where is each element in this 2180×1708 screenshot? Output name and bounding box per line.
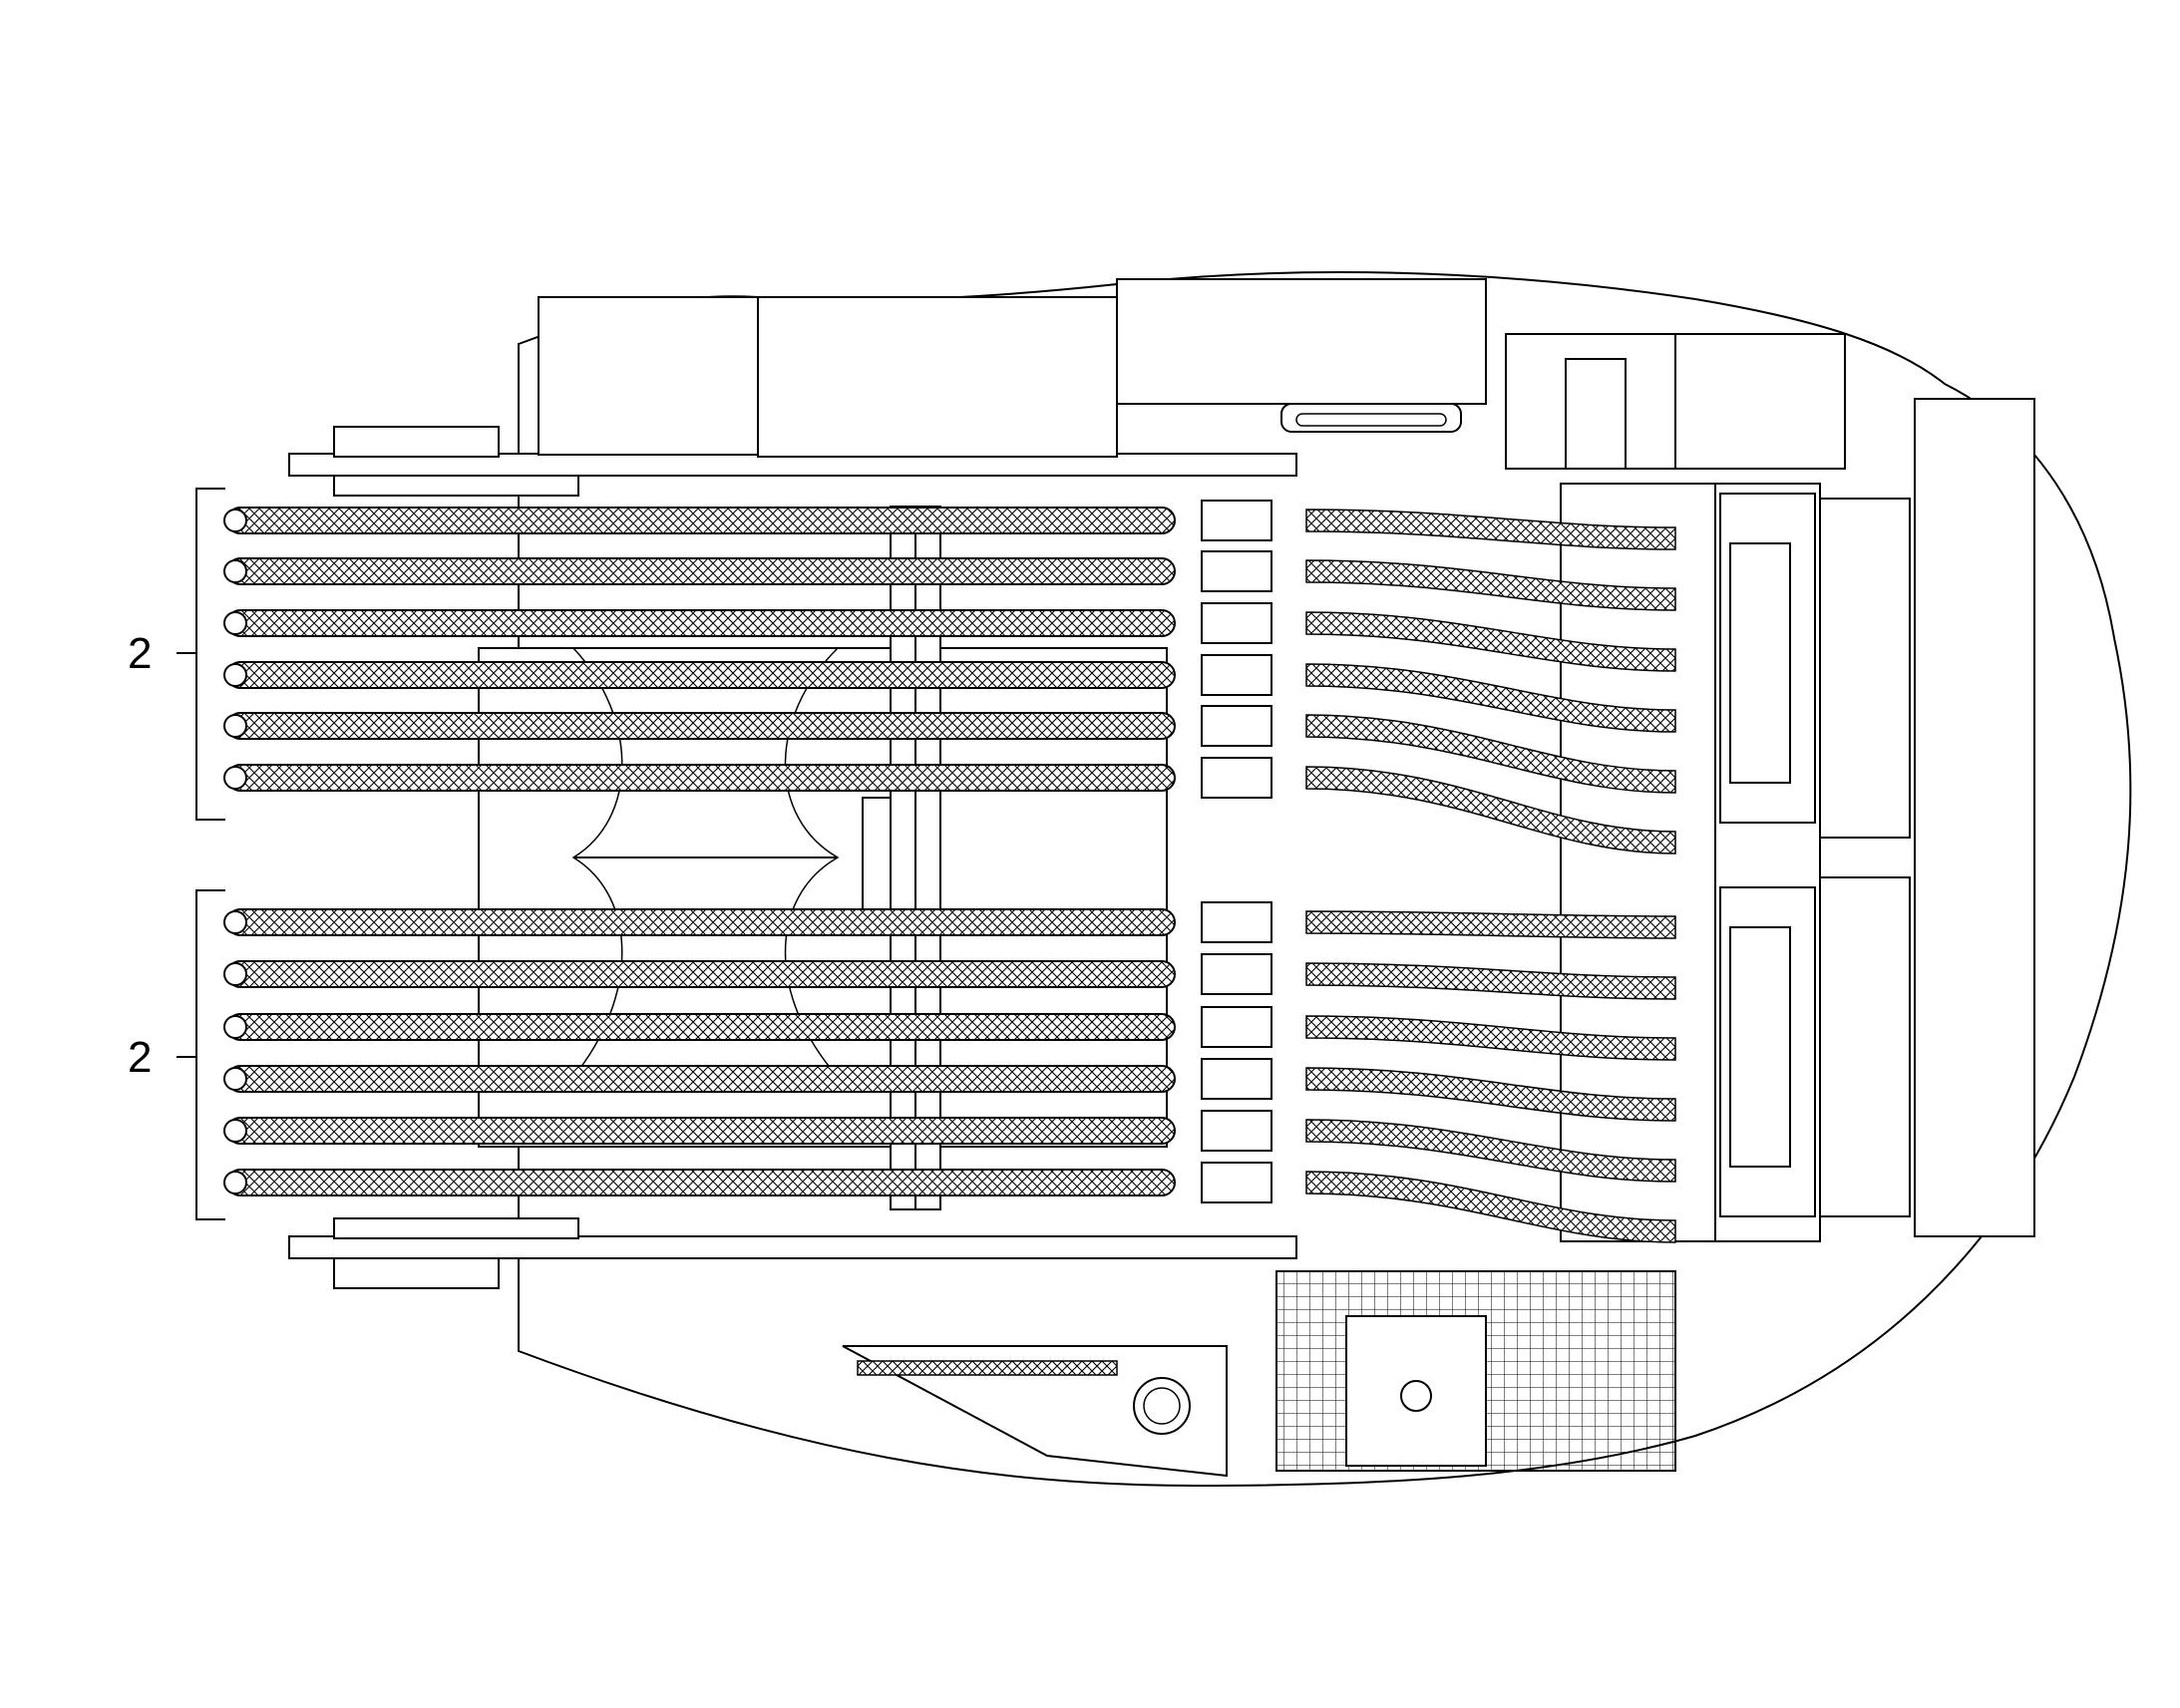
cable-end-loop bbox=[223, 910, 247, 934]
cable-end-loop bbox=[223, 559, 247, 583]
cable-fanout bbox=[1305, 611, 1676, 672]
braided-cable bbox=[226, 661, 1176, 689]
cable-end-loop bbox=[223, 714, 247, 738]
cable-fanout bbox=[1305, 509, 1676, 550]
cable-fanout bbox=[1305, 714, 1676, 794]
braided-cable bbox=[226, 908, 1176, 936]
braided-cable bbox=[226, 712, 1176, 740]
cable-end-loop bbox=[223, 1171, 247, 1195]
callout-label-upper: 2 bbox=[128, 629, 153, 678]
braided-cable bbox=[226, 1169, 1176, 1196]
cable-fanout bbox=[1305, 962, 1676, 1000]
cable-connector bbox=[1201, 901, 1272, 943]
braided-cable bbox=[226, 507, 1176, 534]
braided-cable bbox=[226, 960, 1176, 988]
braided-cable bbox=[226, 1117, 1176, 1145]
cable-end-loop bbox=[223, 663, 247, 687]
cable-connector bbox=[1201, 654, 1272, 696]
cable-end-loop bbox=[223, 509, 247, 532]
callout-label-lower: 2 bbox=[128, 1033, 153, 1082]
cable-end-loop bbox=[223, 766, 247, 790]
cable-connector bbox=[1201, 602, 1272, 644]
upper-bundle-bracket bbox=[195, 488, 225, 821]
cable-connector bbox=[1201, 1058, 1272, 1100]
cable-connector bbox=[1201, 1006, 1272, 1048]
lower-cable-bundle bbox=[223, 901, 1676, 1243]
cable-end-loop bbox=[223, 962, 247, 986]
upper-cable-bundle bbox=[223, 500, 1676, 854]
cable-connector bbox=[1201, 705, 1272, 747]
cable-end-loop bbox=[223, 611, 247, 635]
cable-end-loop bbox=[223, 1067, 247, 1091]
cable-fanout bbox=[1305, 663, 1676, 733]
braided-cable bbox=[226, 557, 1176, 585]
lower-bundle-bracket bbox=[195, 889, 225, 1220]
braided-cable bbox=[226, 1013, 1176, 1041]
cable-fanout bbox=[1305, 1015, 1676, 1061]
cable-connector bbox=[1201, 1110, 1272, 1152]
cable-connector bbox=[1201, 953, 1272, 995]
cable-end-loop bbox=[223, 1119, 247, 1143]
cable-fanout bbox=[1305, 766, 1676, 854]
cable-fanout bbox=[1305, 1067, 1676, 1122]
cable-connector bbox=[1201, 550, 1272, 592]
cable-connector bbox=[1201, 1162, 1272, 1203]
cable-fanout bbox=[1305, 910, 1676, 939]
cable-connector bbox=[1201, 757, 1272, 799]
cable-fanout bbox=[1305, 559, 1676, 611]
cable-connector bbox=[1201, 500, 1272, 541]
cable-fanout bbox=[1305, 1119, 1676, 1183]
cable-fanout bbox=[1305, 1171, 1676, 1243]
cable-end-loop bbox=[223, 1015, 247, 1039]
braided-cable bbox=[226, 609, 1176, 637]
braided-cable bbox=[226, 764, 1176, 792]
braided-cable bbox=[226, 1065, 1176, 1093]
